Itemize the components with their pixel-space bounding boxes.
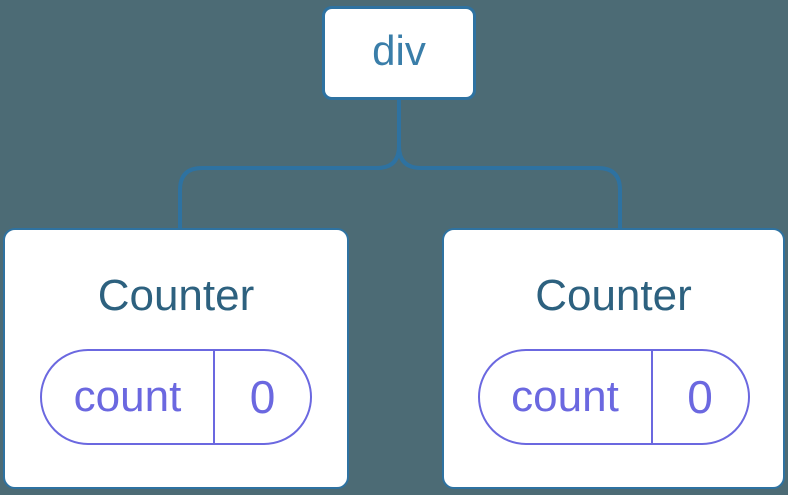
root-node-div: div (322, 6, 476, 100)
state-key: count (480, 351, 653, 443)
state-key: count (42, 351, 215, 443)
component-title: Counter (535, 271, 692, 320)
connector-left-branch (178, 100, 401, 229)
state-pill: count 0 (40, 349, 312, 445)
component-title: Counter (97, 271, 255, 320)
state-value: 0 (249, 371, 276, 423)
root-node-label: div (372, 27, 426, 74)
state-value: 0 (687, 371, 713, 423)
counter-card-left: Counter count 0 (3, 228, 349, 489)
counter-card-right: Counter count 0 (442, 228, 785, 489)
state-pill: count 0 (477, 349, 750, 445)
connector-right-branch (397, 100, 622, 229)
